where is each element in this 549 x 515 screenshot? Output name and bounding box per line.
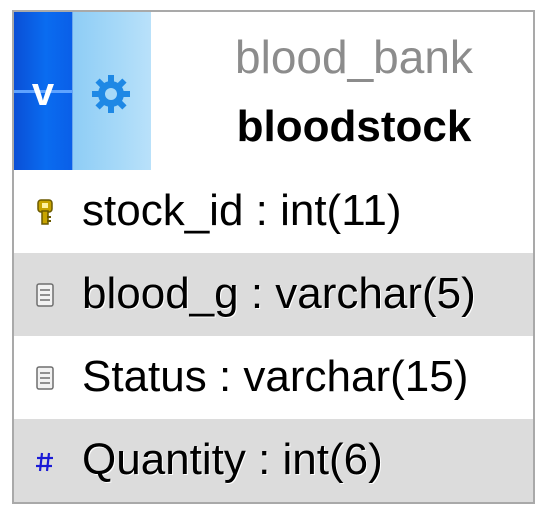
column-row-stock-id[interactable]: stock_id : int(11) <box>14 170 533 253</box>
gear-icon <box>92 75 130 113</box>
database-name: blood_bank <box>235 31 473 83</box>
toggle-stripe <box>14 90 72 93</box>
column-row-quantity[interactable]: Quantity : int(6) <box>14 419 533 502</box>
text-field-icon <box>36 283 54 307</box>
table-options-button[interactable] <box>73 12 151 170</box>
toggle-label: v <box>31 70 55 114</box>
column-row-status[interactable]: Status : varchar(15) <box>14 336 533 419</box>
column-row-blood-g[interactable]: blood_g : varchar(5) <box>14 253 533 336</box>
table-name[interactable]: bloodstock <box>236 102 472 151</box>
column-label: Quantity : int(6) <box>82 435 383 484</box>
toggle-columns-button[interactable]: v <box>14 12 73 170</box>
table-header: v blood_bank bloodstock <box>14 12 533 170</box>
column-label: stock_id : int(11) <box>82 186 402 235</box>
text-field-icon <box>36 366 54 390</box>
numeric-field-icon <box>36 452 53 472</box>
column-label: Status : varchar(15) <box>82 352 469 401</box>
table-card[interactable]: v blood_bank bloodstock <box>12 10 535 504</box>
primary-key-icon <box>37 199 53 225</box>
column-label: blood_g : varchar(5) <box>82 269 476 318</box>
